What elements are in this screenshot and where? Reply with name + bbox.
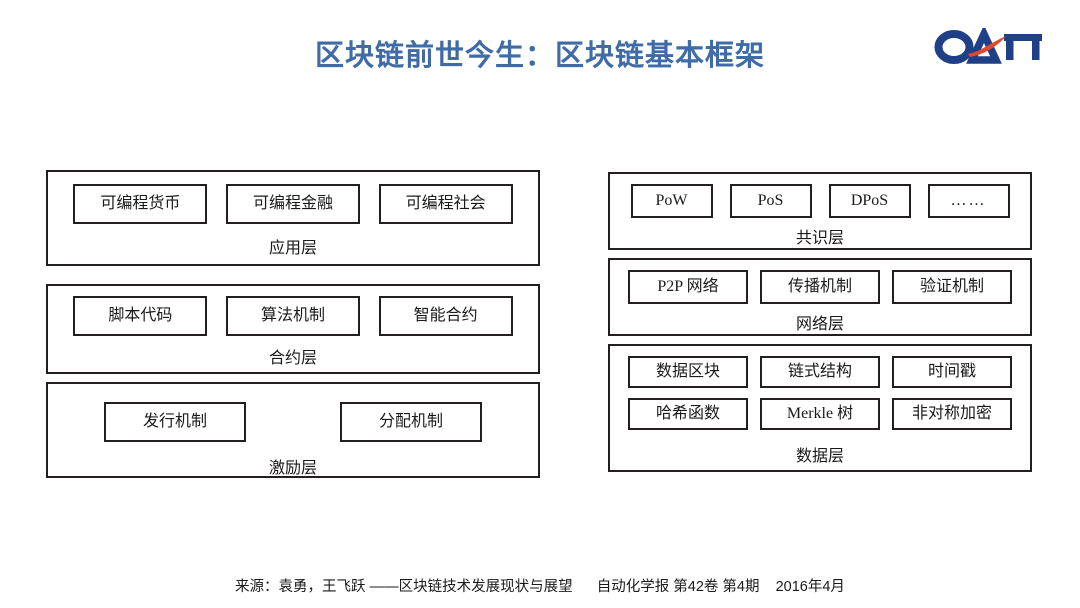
layer-caption-network: 网络层	[795, 316, 844, 333]
layer-cell[interactable]: 可编程金融	[225, 184, 360, 224]
layer-panel-contract: 脚本代码 算法机制 智能合约 合约层	[46, 284, 540, 374]
layer-cell[interactable]: P2P 网络	[628, 270, 748, 304]
layer-cell[interactable]: 数据区块	[628, 356, 748, 388]
layer-cell[interactable]: 发行机制	[104, 402, 246, 442]
layer-cell[interactable]: PoS	[729, 184, 812, 218]
layer-cell[interactable]: 哈希函数	[628, 398, 748, 430]
layer-cell[interactable]: 智能合约	[378, 296, 513, 336]
cell-row: 数据区块 链式结构 时间戳	[610, 356, 1030, 388]
layer-cell[interactable]: 分配机制	[340, 402, 482, 442]
layer-caption-consensus: 共识层	[795, 230, 844, 247]
cell-row: 发行机制 分配机制	[48, 402, 538, 442]
cell-row: PoW PoS DPoS ……	[610, 184, 1030, 218]
layer-caption-contract: 合约层	[268, 350, 317, 367]
layer-caption-incentive: 激励层	[268, 460, 317, 477]
layer-panel-data: 数据区块 链式结构 时间戳 哈希函数 Merkle 树 非对称加密 数据层	[608, 344, 1032, 472]
layer-cell[interactable]: 验证机制	[892, 270, 1012, 304]
layer-cell-ellipsis[interactable]: ……	[927, 184, 1010, 218]
layer-caption-application: 应用层	[268, 240, 317, 257]
cell-row: 可编程货币 可编程金融 可编程社会	[48, 184, 538, 224]
layer-panel-network: P2P 网络 传播机制 验证机制 网络层	[608, 258, 1032, 336]
layer-cell[interactable]: 可编程货币	[73, 184, 208, 224]
layer-cell[interactable]: Merkle 树	[760, 398, 880, 430]
source-citation: 来源：袁勇，王飞跃 ——区块链技术发展现状与展望 自动化学报 第42卷 第4期 …	[235, 579, 845, 595]
layer-cell[interactable]: 算法机制	[225, 296, 360, 336]
layer-cell[interactable]: 脚本代码	[73, 296, 208, 336]
qap-logo-icon	[934, 28, 1042, 64]
cell-row: 脚本代码 算法机制 智能合约	[48, 296, 538, 336]
cell-row: P2P 网络 传播机制 验证机制	[610, 270, 1030, 304]
layer-cell[interactable]: 可编程社会	[378, 184, 513, 224]
layer-cell[interactable]: 传播机制	[760, 270, 880, 304]
page-title: 区块链前世今生：区块链基本框架	[314, 40, 765, 72]
layer-cell[interactable]: PoW	[630, 184, 713, 218]
layer-caption-data: 数据层	[795, 448, 844, 465]
layer-cell[interactable]: 时间戳	[892, 356, 1012, 388]
layer-panel-application: 可编程货币 可编程金融 可编程社会 应用层	[46, 170, 540, 266]
cell-row: 哈希函数 Merkle 树 非对称加密	[610, 398, 1030, 430]
layer-panel-incentive: 发行机制 分配机制 激励层	[46, 382, 540, 478]
layer-panel-consensus: PoW PoS DPoS …… 共识层	[608, 172, 1032, 250]
layer-cell[interactable]: DPoS	[828, 184, 911, 218]
slide-header: 区块链前世今生：区块链基本框架	[0, 0, 1080, 92]
layer-cell[interactable]: 链式结构	[760, 356, 880, 388]
layer-cell[interactable]: 非对称加密	[892, 398, 1012, 430]
